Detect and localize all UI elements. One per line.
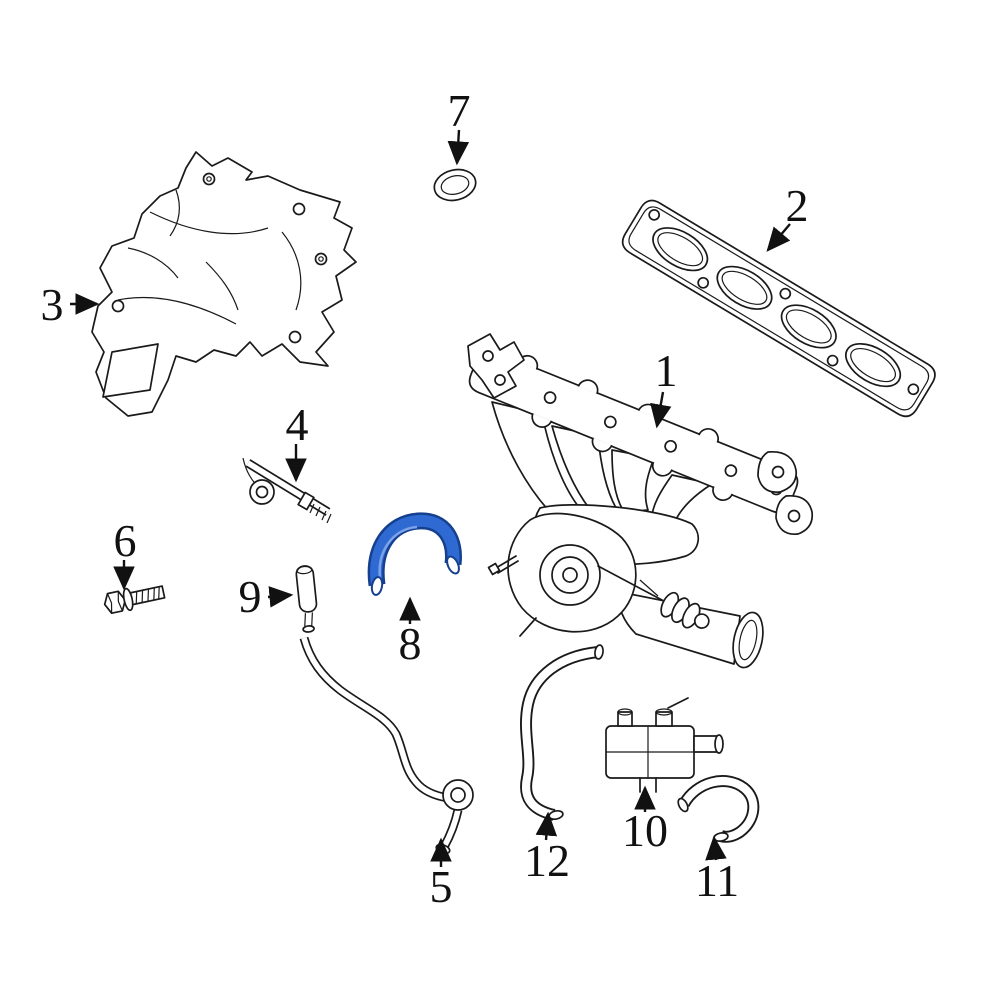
seal-ring-drawing: [433, 168, 477, 202]
callout-12-label: 12: [524, 835, 570, 886]
callout-5-label: 5: [430, 861, 453, 912]
callout-7-label: 7: [448, 85, 471, 136]
callout-9-label: 9: [239, 571, 262, 622]
callout-10-label: 10: [622, 805, 668, 856]
oil-line-drawing: [299, 636, 474, 855]
highlighted-hose-drawing: [367, 512, 462, 596]
callout-8-label: 8: [399, 618, 422, 669]
curved-hose-drawing: [520, 644, 604, 821]
callout-11-label: 11: [695, 855, 739, 906]
callout-3-label: 3: [41, 279, 64, 330]
callout-1-arrow: [650, 391, 672, 429]
callout-6-label: 6: [114, 515, 137, 566]
manifold-gasket-drawing: [621, 199, 936, 418]
callout-11-arrow: [705, 835, 727, 861]
control-valve-drawing: [605, 697, 724, 793]
callout-7-arrow: [447, 129, 470, 166]
short-hose-drawing: [677, 775, 760, 843]
callout-2-label: 2: [786, 180, 809, 231]
callout-2-arrow: [766, 223, 791, 252]
callout-1-label: 1: [655, 345, 678, 396]
small-pipe-drawing: [242, 457, 332, 524]
callout-12-arrow: [535, 811, 558, 841]
callout-arrows: [70, 129, 791, 867]
callout-9-arrow: [267, 586, 294, 608]
hose-stub-drawing: [295, 565, 318, 633]
callout-4-label: 4: [286, 399, 309, 450]
bolt-drawing: [103, 585, 166, 615]
exhaust-manifold-drawing: [467, 333, 814, 669]
heat-shield-drawing: [91, 151, 357, 417]
